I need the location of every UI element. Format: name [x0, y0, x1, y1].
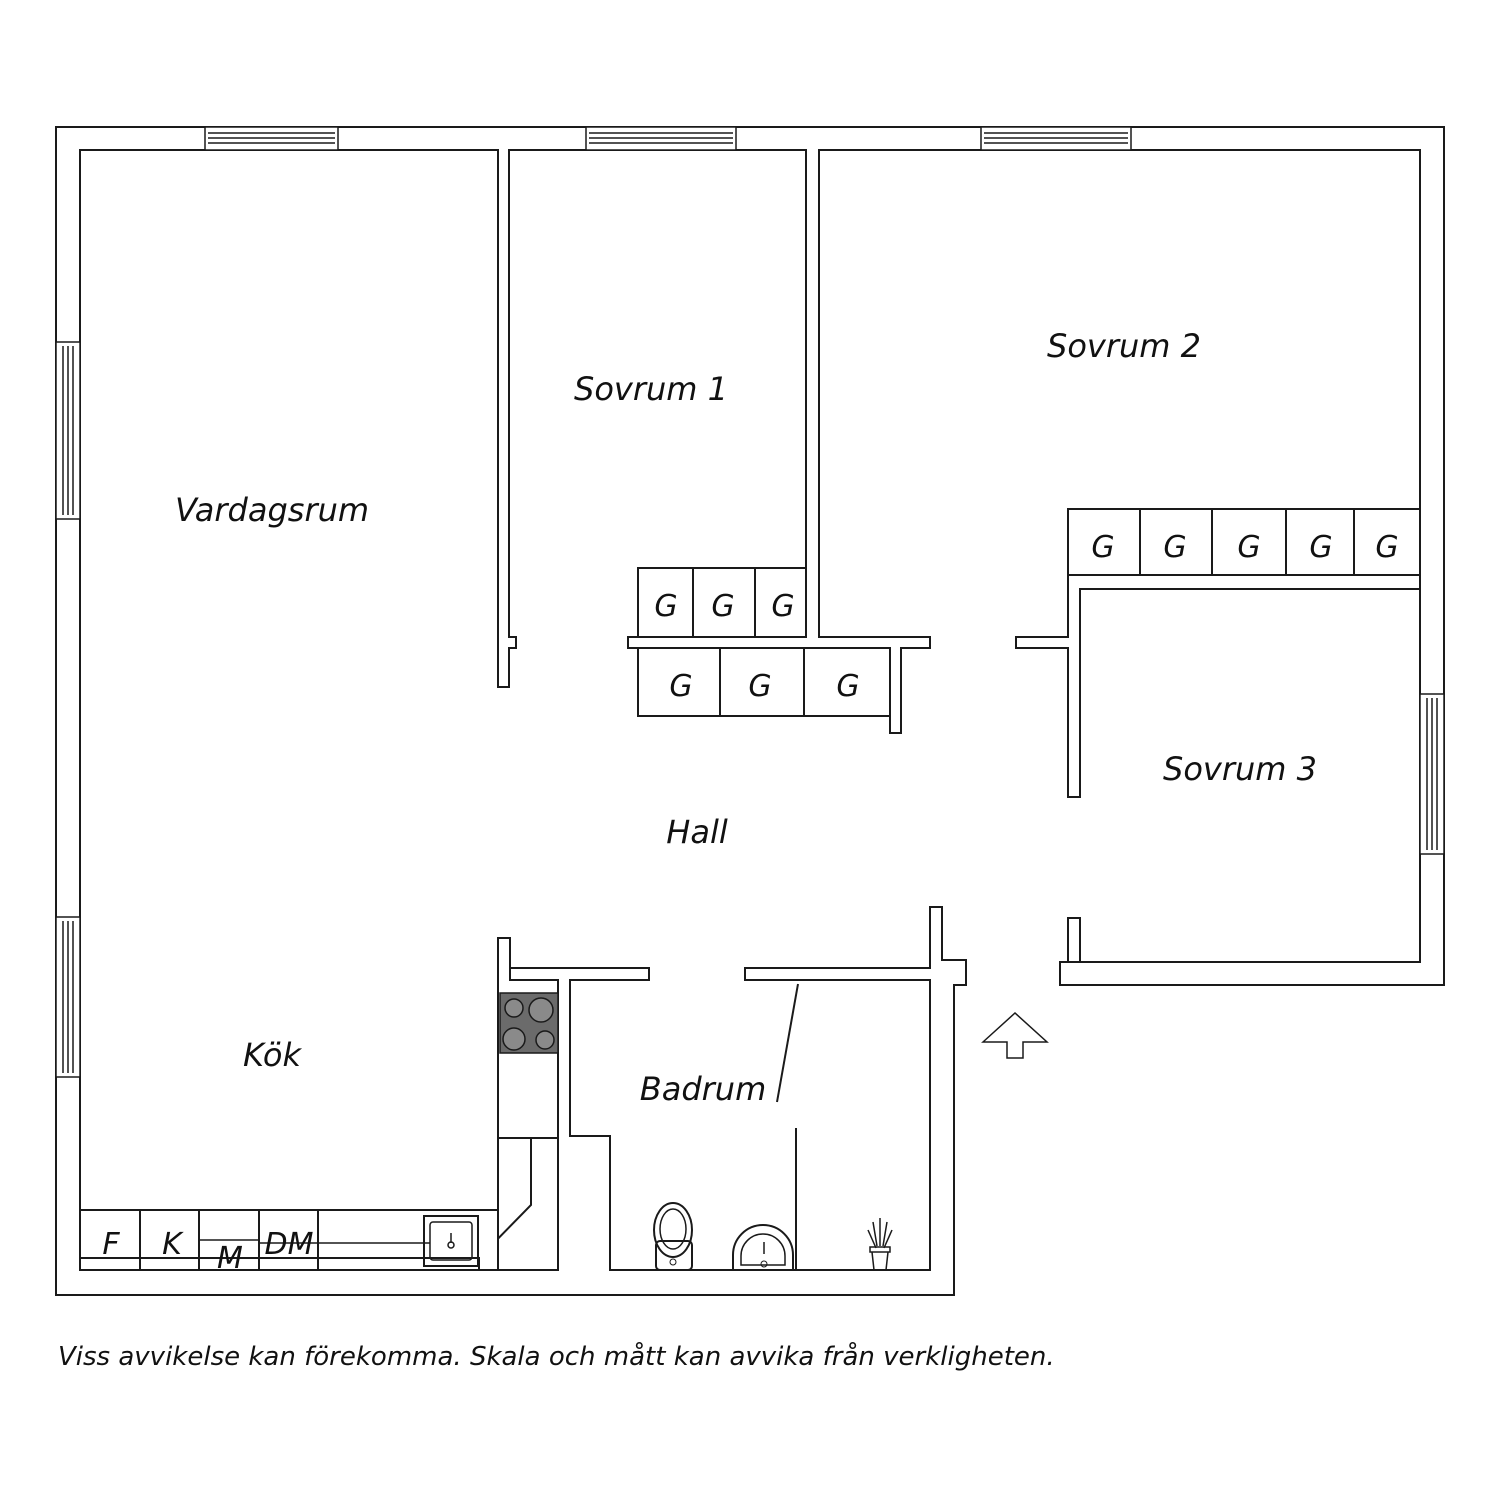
disclaimer-text: Viss avvikelse kan förekomma. Skala och … — [58, 1342, 1055, 1372]
wardrobe-label: G — [1375, 530, 1398, 565]
washbasin-icon — [732, 1224, 794, 1270]
wardrobe-label: G — [1163, 530, 1186, 565]
wardrobes-sovrum2: G G G G G — [1067, 508, 1421, 576]
appliance-dishwasher-label: DM — [265, 1227, 314, 1262]
room-label-sovrum2: Sovrum 2 — [1047, 327, 1201, 365]
wardrobes-hall: G G G — [637, 647, 891, 717]
appliance-freezer-label: K — [162, 1227, 184, 1262]
sink-icon — [423, 1215, 479, 1267]
wardrobes-sovrum1: G G G — [637, 567, 807, 638]
outer-wall — [55, 126, 1445, 1296]
wardrobe-label: G — [669, 669, 692, 704]
wardrobe-label: G — [711, 589, 734, 624]
toilet-icon — [653, 1202, 693, 1271]
wardrobe-label: G — [1309, 530, 1332, 565]
kitchen-counter: F K M DM — [80, 1209, 498, 1276]
room-label-sovrum3: Sovrum 3 — [1163, 750, 1317, 788]
plant-icon — [867, 1218, 893, 1271]
appliance-fridge-label: F — [102, 1227, 120, 1262]
bathroom-door — [776, 983, 799, 1103]
entrance-arrow-icon — [981, 1011, 1049, 1059]
wardrobe-label: G — [748, 669, 771, 704]
wardrobe-label: G — [1237, 530, 1260, 565]
room-label-vardagsrum: Vardagsrum — [175, 491, 369, 529]
wardrobe-label: G — [1091, 530, 1114, 565]
wardrobe-label: G — [654, 589, 677, 624]
wardrobe-label: G — [771, 589, 794, 624]
wardrobe-label: G — [836, 669, 859, 704]
kitchen-wall — [79, 937, 559, 1271]
sovrum3-wall — [1015, 574, 1421, 798]
sovrum3-lower-wall — [1067, 917, 1081, 963]
room-label-kok: Kök — [243, 1036, 302, 1074]
appliance-microwave-label: M — [217, 1241, 243, 1276]
room-label-hall: Hall — [666, 813, 728, 851]
stove-icon — [499, 992, 559, 1054]
room-label-badrum: Badrum — [640, 1070, 766, 1108]
room-label-sovrum1: Sovrum 1 — [574, 370, 728, 408]
